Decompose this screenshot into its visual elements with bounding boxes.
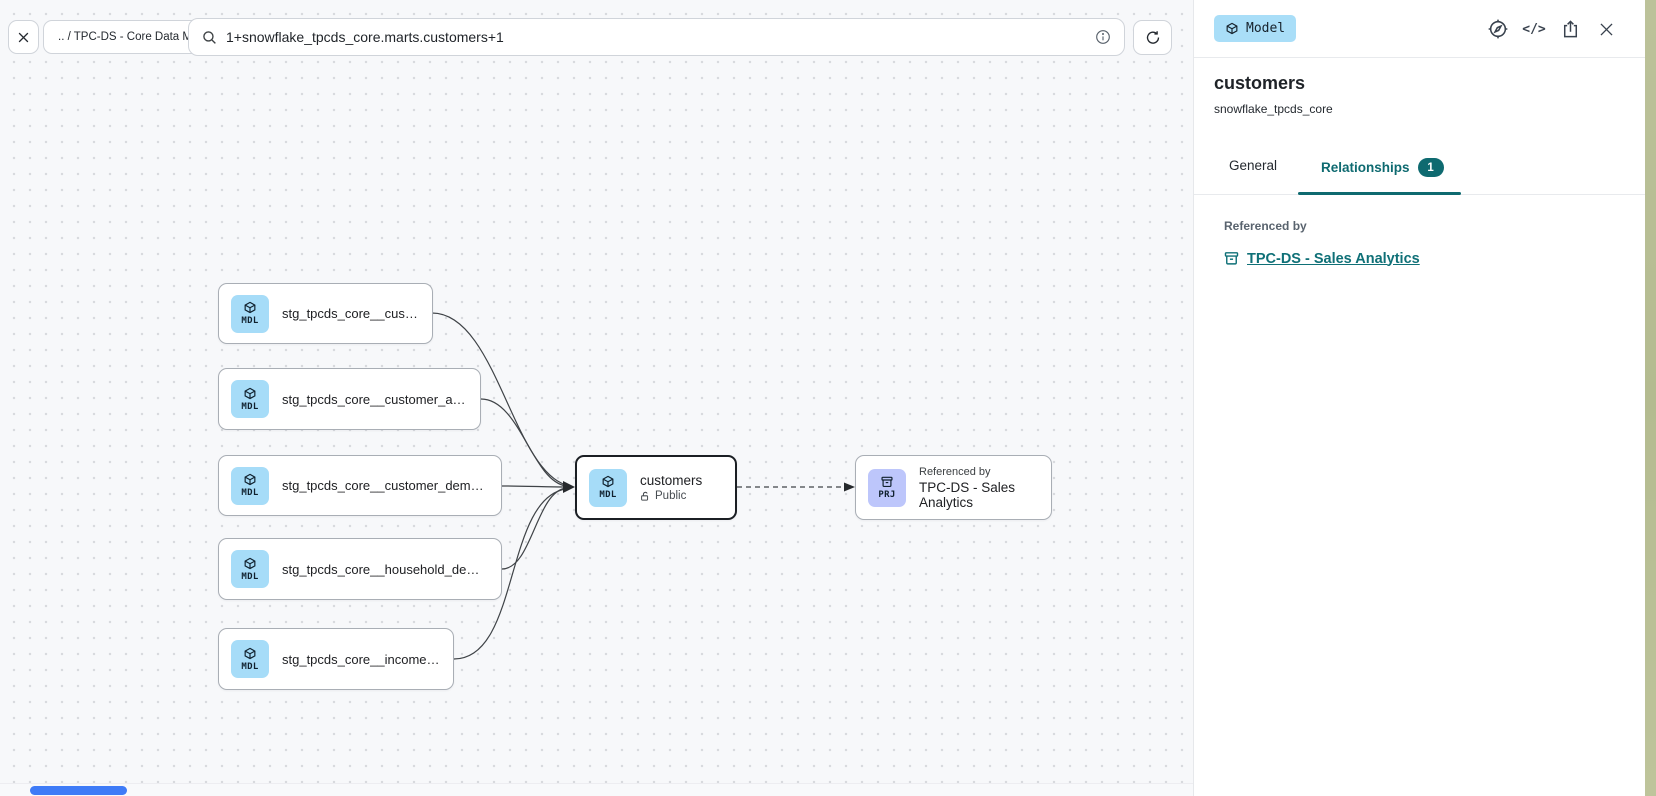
node-title: TPC-DS - Sales Analytics — [919, 479, 1016, 510]
node-customers-selected[interactable]: MDL customers Public — [575, 455, 737, 520]
node-stg-tpcds-core-customer[interactable]: MDL stg_tpcds_core__customer — [218, 283, 433, 344]
node-type-label: Model — [1246, 21, 1286, 36]
compass-icon — [1488, 19, 1508, 39]
node-stg-tpcds-core-household-demographics[interactable]: MDL stg_tpcds_core__household_demogr… — [218, 538, 502, 600]
node-label: stg_tpcds_core__customer_demogra… — [282, 478, 489, 493]
model-icon: MDL — [231, 640, 269, 678]
lineage-search[interactable] — [188, 18, 1125, 56]
node-kind-label: MDL — [241, 316, 259, 326]
share-button[interactable] — [1559, 18, 1581, 40]
node-kind-label: MDL — [241, 571, 259, 582]
close-lineage-button[interactable] — [8, 20, 39, 54]
model-icon: MDL — [589, 468, 627, 507]
node-kind-label: MDL — [241, 488, 259, 498]
info-icon[interactable] — [1094, 28, 1112, 46]
model-icon: MDL — [231, 550, 269, 588]
edge-arrowhead-in — [563, 481, 575, 493]
edge-income-band — [453, 488, 567, 660]
unlock-icon — [641, 491, 649, 501]
tab-general-label: General — [1229, 158, 1278, 173]
edge-customer-demographics — [501, 485, 567, 488]
details-panel: Model </> customers snowflake_tpcds_core… — [1193, 0, 1646, 796]
edge-arrowhead-out — [844, 482, 855, 492]
desktop-background-strip — [1645, 0, 1656, 796]
refresh-icon — [1146, 30, 1159, 44]
node-title: customers — [640, 473, 703, 488]
node-kind-label: MDL — [241, 661, 259, 672]
tab-relationships-label: Relationships — [1321, 160, 1410, 175]
edge-customer — [431, 312, 567, 486]
node-label: stg_tpcds_core__household_demogr… — [282, 561, 489, 577]
code-icon: </> — [1522, 21, 1546, 37]
node-project-sales-analytics[interactable]: PRJ Referenced by TPC-DS - Sales Analyti… — [855, 455, 1052, 520]
referenced-by-project-link[interactable]: TPC-DS - Sales Analytics — [1223, 250, 1420, 267]
node-stg-tpcds-core-income-band[interactable]: MDL stg_tpcds_core__income_band — [218, 628, 454, 690]
panel-subtitle: snowflake_tpcds_core — [1214, 102, 1333, 116]
lineage-edges — [431, 312, 855, 660]
explore-lineage-button[interactable] — [1487, 18, 1509, 40]
panel-title: customers — [1214, 73, 1306, 93]
model-icon: MDL — [231, 380, 269, 418]
node-visibility: Public — [655, 490, 687, 502]
project-icon: PRJ — [868, 468, 906, 507]
model-icon: MDL — [231, 294, 269, 333]
node-kind-label: MDL — [599, 490, 617, 500]
project-box-icon — [1224, 252, 1239, 265]
node-stg-tpcds-core-customer-demographics[interactable]: MDL stg_tpcds_core__customer_demogra… — [218, 455, 502, 516]
node-type-badge: Model — [1214, 15, 1297, 42]
model-icon: MDL — [231, 466, 269, 505]
close-panel-button[interactable] — [1595, 18, 1617, 40]
node-label: stg_tpcds_core__customer — [282, 306, 420, 321]
close-icon — [1599, 22, 1613, 36]
breadcrumb-label: .. / TPC-DS - Core Data Models — [58, 31, 220, 43]
edge-customer-address — [480, 398, 567, 487]
node-label: stg_tpcds_core__customer_address — [282, 391, 468, 407]
referenced-by-section-label: Referenced by — [1224, 219, 1307, 233]
active-tab-underline — [1298, 192, 1461, 195]
node-label: stg_tpcds_core__income_band — [282, 651, 441, 667]
relationships-count-badge: 1 — [1417, 158, 1444, 177]
node-kind-label: PRJ — [878, 490, 896, 500]
search-input[interactable] — [226, 29, 1094, 45]
model-cube-icon — [1226, 22, 1238, 34]
tab-general[interactable]: General — [1229, 158, 1277, 173]
share-icon — [1563, 19, 1577, 37]
node-caption: Referenced by — [919, 465, 991, 478]
node-kind-label: MDL — [241, 401, 259, 412]
referenced-by-link-label: TPC-DS - Sales Analytics — [1247, 250, 1420, 267]
lineage-canvas[interactable]: MDL stg_tpcds_core__customer MDL stg_tpc… — [0, 0, 1193, 796]
view-code-button[interactable]: </> — [1522, 18, 1546, 40]
node-stg-tpcds-core-customer-address[interactable]: MDL stg_tpcds_core__customer_address — [218, 368, 481, 430]
tab-relationships[interactable]: Relationships 1 — [1321, 158, 1444, 177]
refresh-button[interactable] — [1133, 20, 1172, 55]
panel-header-divider — [1194, 57, 1646, 58]
close-icon — [18, 32, 29, 42]
search-icon — [203, 30, 216, 44]
horizontal-scrollbar-track[interactable] — [0, 783, 1193, 796]
edge-household-demographics — [501, 487, 567, 570]
horizontal-scrollbar-thumb[interactable] — [30, 786, 127, 795]
